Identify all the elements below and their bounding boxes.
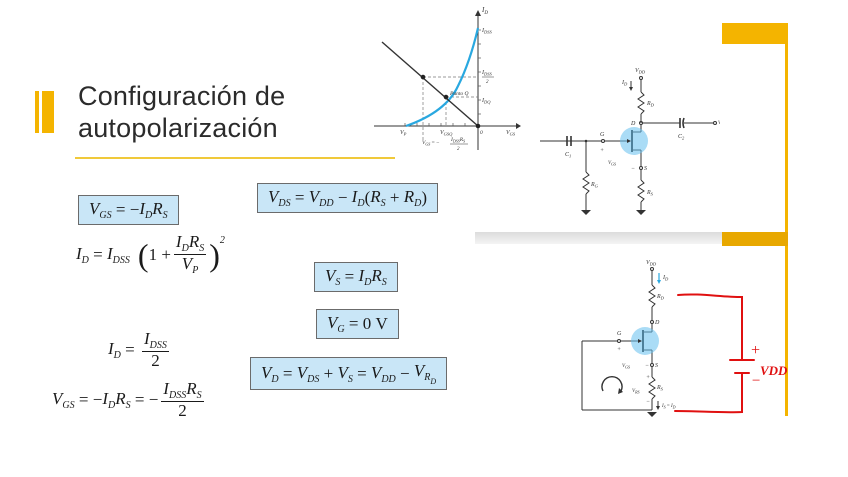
svg-text:C2: C2 (678, 134, 685, 141)
graph-idss-half-label: IDSS (481, 70, 492, 77)
svg-text:ID: ID (662, 275, 669, 282)
svg-text:RG: RG (590, 182, 599, 189)
equation-vgs-boxed: VGS = −IDRS (78, 195, 179, 225)
graph-idss-label: IDSS (481, 28, 492, 35)
graph-q-point-label: Punto Q (449, 91, 469, 97)
equation-vd-boxed: VD = VDS + VS = VDD − VRD (250, 357, 448, 390)
svg-text:C1: C1 (565, 152, 571, 159)
svg-text:S: S (655, 363, 658, 369)
svg-text:−: − (645, 363, 649, 369)
graph-vgs-axis-label: VGS (506, 130, 516, 137)
svg-text:RS: RS (656, 385, 664, 392)
svg-text:IDSSRS: IDSSRS (450, 137, 465, 144)
top-panel-gold-edge (785, 23, 788, 233)
graph-idq-label: IDQ (481, 98, 491, 105)
slide-title: Configuración de autopolarización (78, 80, 285, 144)
svg-text:ID: ID (621, 80, 628, 87)
svg-text:RD: RD (646, 101, 655, 108)
svg-text:D: D (654, 320, 660, 326)
svg-text:−: − (631, 166, 635, 172)
top-panel-gold-bottom (722, 232, 788, 246)
svg-text:−: − (646, 399, 650, 405)
graph-origin-label: 0 (480, 130, 483, 136)
self-bias-circuit-bottom: VDD ID RD D G + VGS − S + VRS RS − IS = … (570, 255, 800, 430)
svg-text:RS: RS (646, 190, 654, 197)
svg-text:VRS: VRS (632, 389, 640, 395)
bottom-panel-gold-edge (785, 246, 788, 416)
top-panel-gold-corner (722, 23, 788, 44)
svg-text:G: G (600, 132, 605, 138)
equation-vds-boxed: VDS = VDD − ID(RS + RD) (257, 183, 439, 213)
top-panel-shadow (475, 232, 725, 244)
svg-text:G: G (617, 331, 622, 337)
red-annotation-minus: − (751, 373, 761, 389)
graph-vp-label: VP (400, 130, 407, 137)
svg-text:+: + (646, 375, 650, 381)
svg-text:2: 2 (486, 80, 489, 85)
bottom-circuit-vdd-label: VDD (646, 260, 657, 267)
slide-title-line1: Configuración de (78, 81, 286, 111)
graph-vgsq-label: VGSQ (440, 130, 453, 137)
graph-id-axis-label: ID (481, 6, 488, 16)
red-annotation-vdd-label: VDD (760, 363, 788, 378)
equation-vs-boxed: VS = IDRS (314, 262, 398, 292)
svg-text:+: + (617, 347, 621, 353)
svg-text:D: D (630, 121, 636, 127)
title-accent-bar-thin (35, 91, 39, 133)
equation-vg-boxed: VG = 0 V (316, 309, 399, 339)
svg-text:IS = ID: IS = ID (661, 404, 676, 410)
svg-text:+: + (600, 148, 604, 154)
top-circuit-vdd-label: VDD (635, 68, 646, 75)
slide-title-line2: autopolarización (78, 113, 278, 143)
svg-text:2: 2 (457, 147, 460, 152)
svg-text:RD: RD (656, 294, 665, 301)
red-annotation-plus: + (750, 342, 761, 359)
svg-text:VGS: VGS (608, 161, 616, 167)
graph-vgs-formula: VGS = − (422, 140, 439, 147)
transfer-curve-graph: ID IDSS IDSS 2 IDQ Punto Q VP VGSQ 0 VGS… (370, 0, 530, 155)
svg-text:VGS: VGS (622, 364, 630, 370)
red-annotation-wire (674, 293, 755, 414)
svg-text:S: S (644, 166, 647, 172)
svg-text:Vo: Vo (718, 121, 720, 127)
title-underline (75, 157, 395, 159)
self-bias-circuit-top: VDD ID RD D C2 Vo G + C1 VGS − S RG RS (530, 60, 723, 225)
title-accent-bar-thick (42, 91, 54, 133)
